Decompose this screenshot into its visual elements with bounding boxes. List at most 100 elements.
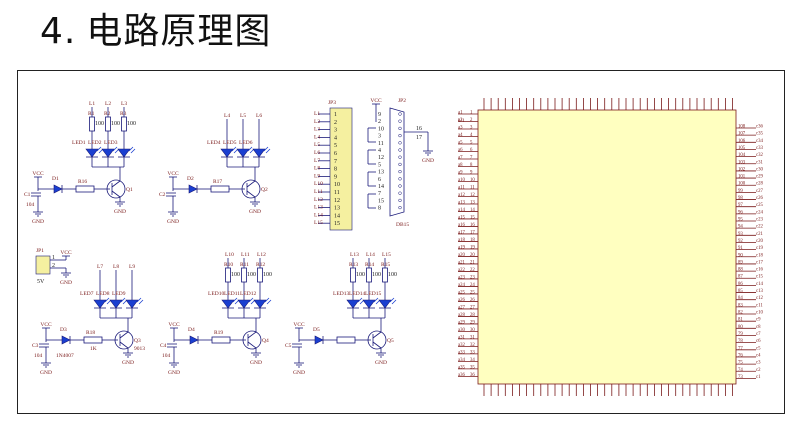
db15-contact: [398, 162, 402, 167]
base-resistor: [75, 185, 95, 193]
u1-pin-number: 96: [738, 210, 743, 215]
lamp-label: L10: [225, 252, 234, 258]
u1-pin-label: c24: [756, 210, 764, 215]
jp3-net-label: L15: [314, 220, 323, 226]
jp3-pin: 8: [334, 167, 337, 173]
led-resistor: [350, 267, 356, 283]
led-ray: [232, 297, 238, 303]
u1-pin-number: 9: [470, 170, 473, 175]
led-ray: [112, 146, 118, 152]
ground-label: GND: [32, 219, 44, 225]
u1-top-pin-slot: [497, 72, 500, 94]
resistor-value: 100: [356, 272, 365, 278]
capacitor-value: 104: [34, 353, 43, 359]
led-ray: [266, 299, 272, 305]
u1-top-pin-slot: [546, 72, 549, 94]
u1-pin-number: 101: [738, 175, 746, 180]
u1-pin-label: a24: [458, 283, 466, 288]
lamp-label: L4: [224, 113, 230, 119]
led: [346, 299, 360, 309]
u1-top-pin-slot: [617, 72, 620, 94]
db15-pin: 11: [378, 141, 384, 147]
transistor: [114, 330, 134, 350]
transistor: [106, 179, 126, 199]
resistor-label: R1: [88, 111, 95, 117]
resistor-label: R12: [256, 262, 265, 268]
u1-pin-number: 19: [470, 245, 475, 250]
vcc-label: VCC: [293, 322, 305, 328]
capacitor-value: 104: [162, 353, 171, 359]
diode: [314, 335, 324, 345]
ground-label: GND: [168, 370, 180, 376]
led-label: LED1: [72, 140, 86, 146]
led-label: LED3: [104, 140, 118, 146]
resistor-value: 100: [111, 121, 120, 127]
jp3-pin: 9: [334, 174, 337, 180]
u1-pin-label: a1: [458, 111, 463, 116]
u1-top-pin-slot: [554, 72, 557, 94]
u1-pin-label: a19: [458, 245, 466, 250]
u1-top-pin-slot: [632, 72, 635, 94]
jp3-net-label: L1: [314, 111, 320, 117]
u1-pin-label: a4: [458, 133, 463, 138]
u1-pin-number: 32: [470, 343, 475, 348]
diode-label: D4: [188, 327, 195, 333]
led-ray: [138, 299, 144, 305]
u1-pin-number: 23: [470, 275, 475, 280]
u1-pin-label: a16: [458, 223, 466, 228]
u1-pin-label: c33: [756, 146, 764, 151]
db15-pin: 10: [378, 126, 384, 132]
u1-pin-number: 100: [738, 182, 746, 187]
u1-pin-label: c30: [756, 167, 764, 172]
db15-contact: [398, 133, 402, 138]
led-label: LED2: [88, 140, 102, 146]
diode-label: D1: [52, 176, 59, 182]
u1-body: [477, 109, 737, 385]
u1-pin-number: 76: [738, 353, 743, 358]
u1-top-pin-slot: [490, 72, 493, 94]
led: [85, 148, 99, 158]
u1-pin-number: 4: [470, 133, 473, 138]
db15-pin: 16: [416, 126, 422, 132]
u1-top-pin-slot: [674, 72, 677, 94]
u1-pin-label: a23: [458, 275, 466, 280]
db15-contact: [398, 141, 402, 145]
u1-pin-label: c7: [756, 332, 761, 337]
led-resistor: [257, 267, 263, 283]
db15-pin: 4: [378, 148, 381, 154]
u1-pin-label: a29: [458, 320, 466, 325]
u1-top-pin-slot: [667, 72, 670, 94]
jp1-label: JP1: [36, 248, 44, 254]
u1-pin-number: 93: [738, 232, 743, 237]
resistor-value: 1K: [90, 346, 97, 352]
resistor-label: R18: [86, 330, 95, 336]
jp3-net-label: L4: [314, 134, 320, 140]
lamp-label: L3: [121, 101, 127, 107]
u1-pin-label: a17: [458, 230, 466, 235]
u1-pin-number: 27: [470, 305, 475, 310]
vcc-label: VCC: [40, 322, 52, 328]
db15-pin: 17: [416, 135, 422, 141]
led-ray: [96, 146, 102, 152]
db15-shell: [389, 107, 405, 217]
u1-pin-number: 85: [738, 289, 743, 294]
led: [220, 148, 234, 158]
u1-pin-number: 7: [470, 155, 473, 160]
transistor-label: Q3: [134, 338, 141, 344]
u1-pin-number: 25: [470, 290, 475, 295]
led-label: LED10: [208, 291, 224, 297]
transistor-emitter: [247, 341, 257, 349]
led-resistor: [225, 267, 231, 283]
jp3-net-label: L5: [314, 142, 320, 148]
transistor-collector: [372, 331, 382, 339]
transistor-part: 9013: [134, 346, 145, 352]
diode: [53, 184, 63, 194]
heading-title: 电路原理图: [86, 11, 272, 52]
transistor-collector: [246, 180, 256, 188]
ground-label: GND: [249, 209, 261, 215]
u1-top-pin-slot: [518, 72, 521, 94]
u1-pin-number: 12: [470, 193, 475, 198]
u1-pin-label: c31: [756, 160, 764, 165]
u1-pin-label: a36: [458, 373, 466, 378]
u1-pin-number: 97: [738, 203, 743, 208]
